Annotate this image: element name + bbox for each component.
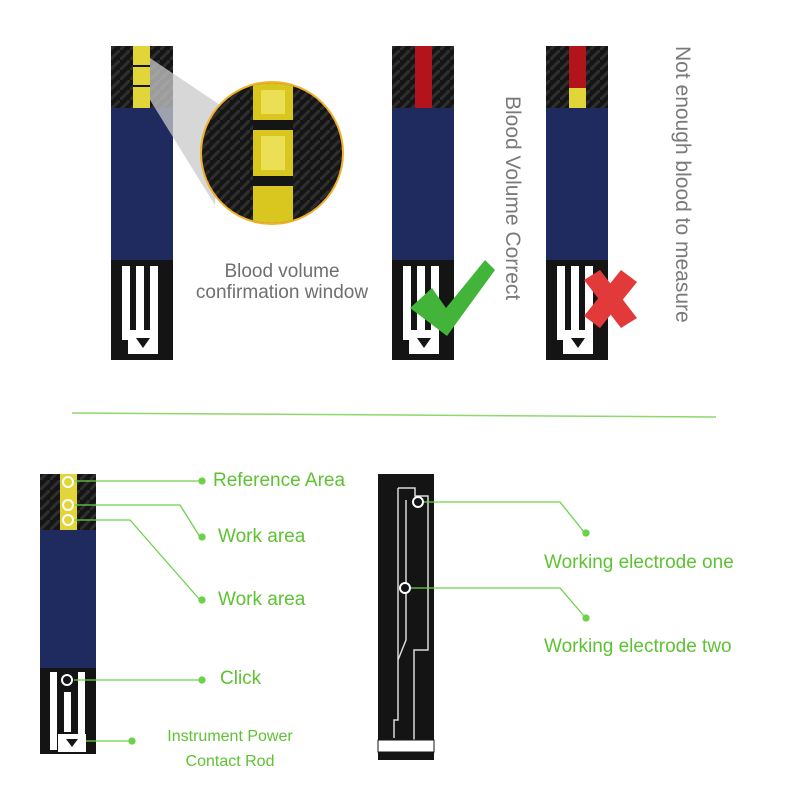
leader-lines-right — [411, 501, 590, 622]
click-label: Click — [220, 668, 262, 689]
confirmation-window-label: Blood volume confirmation window — [182, 261, 382, 303]
correct-label: Blood Volume Correct — [501, 96, 524, 301]
not-enough-label: Not enough blood to measure — [671, 46, 694, 323]
strip-back-electrodes — [377, 474, 435, 760]
contact-rod-label: Instrument Power Contact Rod — [140, 724, 320, 774]
electrode-two-dot — [399, 582, 411, 594]
cross-icon — [584, 270, 637, 328]
leader-lines-left — [74, 477, 206, 745]
work-area-label-1: Work area — [218, 526, 306, 547]
down-arrow-icon — [571, 338, 585, 348]
electrode-one-dot — [412, 496, 424, 508]
strip-front-annotated — [40, 474, 96, 754]
down-arrow-icon — [417, 338, 431, 348]
contact-rod-label-line1: Instrument Power — [167, 728, 293, 745]
confirmation-window-label-line1: Blood volume — [224, 261, 340, 282]
contact-rod-label-line2: Contact Rod — [185, 753, 275, 770]
down-arrow-icon — [66, 739, 78, 747]
confirmation-window-label-line2: confirmation window — [195, 282, 369, 303]
electrode-two-label: Working electrode two — [544, 636, 732, 657]
strip-reference — [111, 46, 173, 360]
confirmation-window — [133, 46, 150, 108]
work-area-label-2: Work area — [218, 589, 306, 610]
down-arrow-icon — [136, 338, 150, 348]
blood-filled-window — [415, 46, 432, 108]
electrode-one-label: Working electrode one — [544, 552, 734, 573]
magnifier-callout — [150, 58, 344, 225]
check-icon — [410, 260, 495, 336]
partial-blood-window — [569, 46, 586, 88]
reference-area-label: Reference Area — [213, 470, 346, 491]
section-divider — [71, 412, 717, 418]
